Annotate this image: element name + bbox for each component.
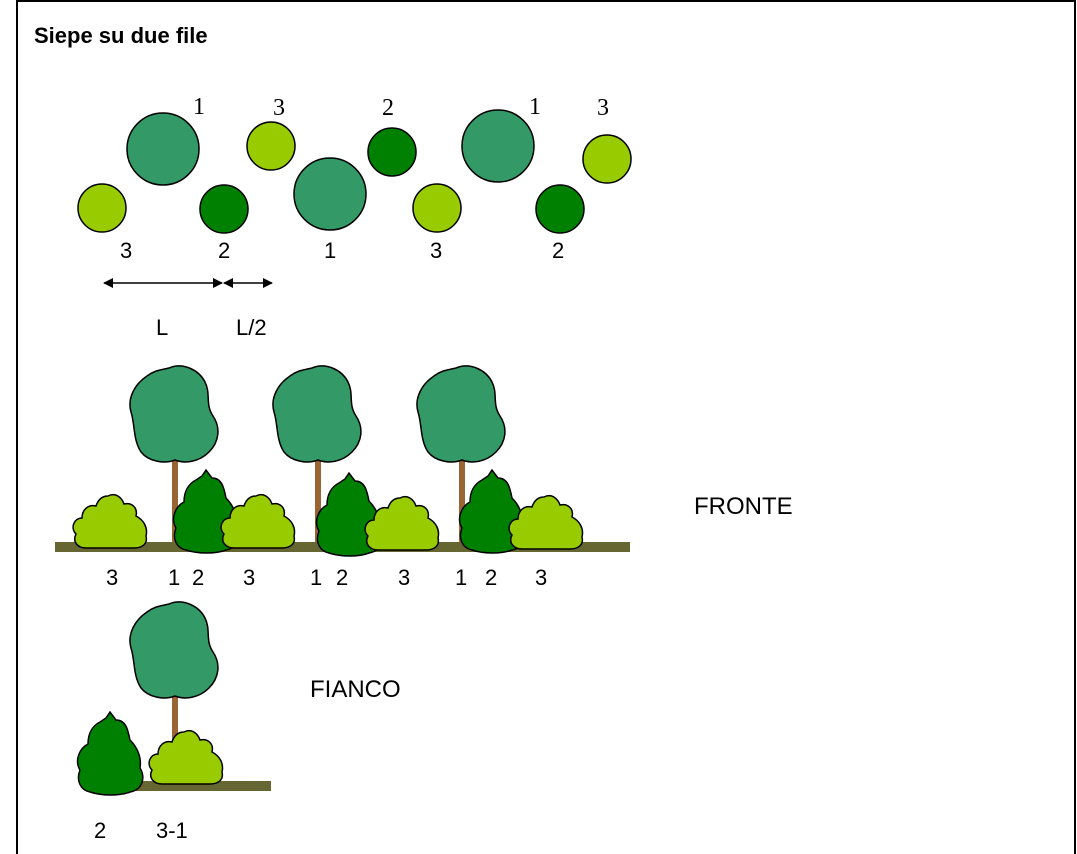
front-base-label: 3 <box>398 565 410 590</box>
plan-top-label: 2 <box>382 95 394 121</box>
side-view-label: FIANCO <box>310 676 401 703</box>
side-bush-type3 <box>148 729 224 785</box>
plan-top-label: 1 <box>193 94 205 120</box>
side-view: 2 3-1 FIANCO <box>76 601 401 843</box>
plan-plant-type1 <box>293 157 367 231</box>
side-base-label: 3-1 <box>156 818 188 843</box>
plan-plant-type1 <box>126 112 200 186</box>
front-view-label: FRONTE <box>694 493 793 520</box>
plan-bottom-label: 2 <box>552 238 564 263</box>
plan-plant-type3 <box>246 121 296 171</box>
front-bush-type3 <box>72 493 148 549</box>
front-base-label: 1 <box>168 565 180 590</box>
front-base-label: 2 <box>485 565 497 590</box>
front-bush-type3 <box>220 493 296 549</box>
dimension-label-half: L/2 <box>236 315 267 340</box>
side-bush-type2 <box>76 711 144 796</box>
front-base-label: 1 <box>455 565 467 590</box>
front-base-label: 3 <box>106 565 118 590</box>
plan-plant-type3 <box>412 183 462 233</box>
figure-title: Siepe su due file <box>34 23 208 48</box>
front-base-label: 3 <box>243 565 255 590</box>
front-base-label: 2 <box>336 565 348 590</box>
figure-frame <box>16 0 1076 854</box>
front-base-label: 1 <box>310 565 322 590</box>
plan-view: 1 3 2 1 3 3 2 1 3 2 L L/2 <box>77 94 632 340</box>
plan-top-label: 1 <box>529 94 541 120</box>
plan-bottom-label: 2 <box>218 238 230 263</box>
plan-top-label: 3 <box>597 95 609 121</box>
plan-plant-type2 <box>199 184 249 234</box>
plan-bottom-label: 3 <box>430 238 442 263</box>
plan-plant-type3 <box>582 134 632 184</box>
plan-top-label: 3 <box>273 95 285 121</box>
side-base-label: 2 <box>94 818 106 843</box>
plan-bottom-label: 1 <box>324 238 336 263</box>
plan-plant-type2 <box>535 184 585 234</box>
plan-plant-type1 <box>461 109 535 183</box>
side-ground <box>100 781 271 791</box>
front-base-label: 3 <box>535 565 547 590</box>
front-bush-type3 <box>508 494 584 550</box>
front-tree <box>129 365 219 542</box>
plan-bottom-label: 3 <box>120 238 132 263</box>
front-bush-type3 <box>364 495 440 551</box>
dimension-label-L: L <box>156 315 168 340</box>
plan-plant-type3 <box>77 183 127 233</box>
plan-plant-type2 <box>367 127 417 177</box>
front-base-label: 2 <box>192 565 204 590</box>
front-view: 3 1 2 3 1 2 3 1 2 3 FRONTE <box>55 365 793 590</box>
